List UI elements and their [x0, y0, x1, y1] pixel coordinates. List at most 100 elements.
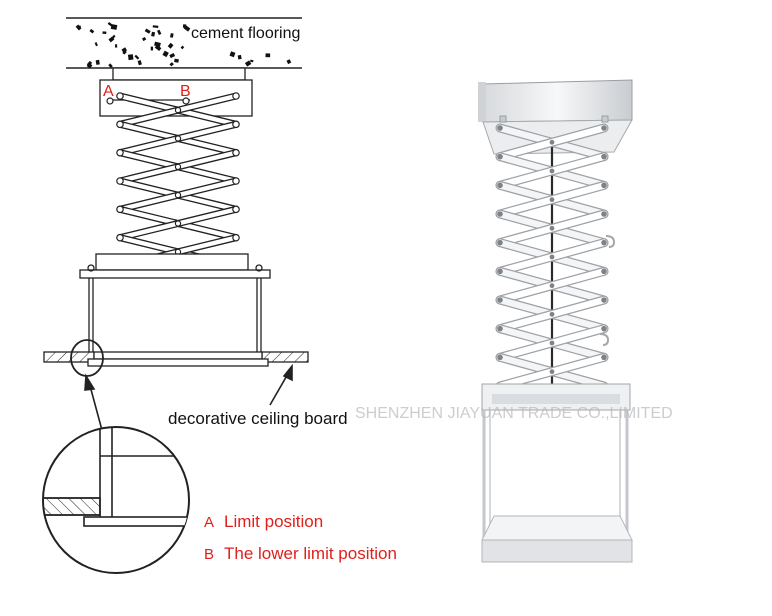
speckle — [169, 53, 176, 59]
speckle — [142, 36, 147, 42]
pivot-bolt — [601, 125, 607, 131]
speckle — [237, 54, 242, 60]
speckle — [121, 47, 128, 53]
watermark: SHENZHEN JIAYUAN TRADE CO.,LIMITED — [355, 405, 673, 422]
pivot-pin — [116, 233, 124, 242]
pivot-pin — [116, 177, 124, 185]
pivot-bolt — [497, 211, 503, 217]
pivot-bolt — [601, 354, 607, 361]
pivot-bolt — [497, 354, 503, 361]
pivot-bolt — [601, 182, 607, 189]
speckle — [150, 46, 154, 51]
pivot-pin — [174, 135, 182, 142]
pivot-pin — [232, 177, 240, 185]
speckle — [182, 24, 187, 28]
pivot-pin — [174, 191, 182, 199]
pivot-bolt — [497, 153, 503, 160]
pivot-bolt — [497, 182, 503, 189]
legend: A Limit position B The lower limit posit… — [204, 512, 397, 563]
speckle — [144, 28, 151, 34]
speckle — [137, 60, 142, 66]
pivot-pin — [116, 148, 124, 157]
cement-slab — [66, 17, 302, 69]
speckle — [167, 42, 174, 49]
pivot-bolt — [601, 153, 607, 160]
speckle — [152, 25, 159, 28]
pivot-bolt — [497, 325, 503, 332]
speckle — [169, 62, 174, 67]
hook — [599, 333, 610, 346]
speckle — [134, 54, 140, 60]
pivot-bolt — [549, 139, 555, 145]
speckle — [95, 59, 100, 65]
cement-flooring-label: cement flooring — [191, 25, 300, 42]
speckle — [250, 59, 254, 63]
pivot-pin — [232, 120, 240, 129]
speckle — [108, 63, 113, 69]
pivot-bolt — [549, 225, 555, 231]
pivot-bolt — [549, 311, 555, 317]
scissor-lift-diagram — [106, 92, 240, 270]
speckle — [174, 58, 179, 63]
pivot-pin — [174, 220, 182, 227]
speckle — [86, 62, 93, 69]
speckle — [94, 42, 98, 47]
ceiling-board — [43, 339, 309, 377]
pivot-pin — [116, 120, 124, 129]
pivot-bolt — [497, 297, 503, 303]
speckle — [107, 22, 113, 27]
pivot-pin — [116, 205, 124, 214]
legend-b-text: The lower limit position — [224, 544, 397, 563]
pivot-pin — [232, 205, 240, 214]
speckle — [154, 44, 162, 51]
pivot-bolt — [601, 325, 607, 332]
legend-b-key: B — [204, 546, 214, 563]
pivot-bolt — [549, 168, 555, 174]
speckle — [127, 54, 134, 61]
pivot-bolt — [601, 297, 607, 303]
speckle — [169, 33, 174, 38]
lift-photo — [478, 79, 633, 563]
speckle — [122, 50, 127, 55]
speckle — [286, 59, 292, 65]
pivot-bolt — [601, 268, 607, 275]
pivot-bolt — [549, 254, 555, 260]
pivot-pin — [174, 163, 182, 171]
pivot-bolt — [601, 211, 607, 217]
legend-a-text: Limit position — [224, 512, 323, 531]
speckle — [154, 41, 161, 47]
hook — [605, 235, 616, 248]
pivot-pin — [232, 148, 240, 157]
detail-magnifier — [42, 426, 190, 574]
pivot-bolt — [549, 340, 555, 346]
point-a-label: A — [103, 83, 114, 100]
pivot-bolt — [497, 268, 503, 275]
speckle — [151, 31, 156, 37]
pivot-pin — [174, 106, 182, 114]
speckle — [244, 60, 252, 67]
speckle — [108, 36, 115, 43]
speckle — [75, 24, 82, 31]
legend-a-key: A — [204, 514, 214, 531]
speckle — [157, 29, 162, 36]
pivot-bolt — [549, 283, 555, 289]
pivot-bolt — [549, 197, 555, 203]
speckle — [162, 50, 169, 58]
pivot-pin — [182, 97, 190, 105]
pivot-bolt — [497, 125, 503, 131]
pivot-bolt — [601, 239, 607, 246]
speckle — [265, 53, 271, 58]
pivot-bolt — [549, 369, 555, 375]
pivot-pin — [232, 233, 240, 242]
speckle — [102, 31, 107, 34]
speckle — [114, 44, 118, 48]
pivot-pin — [116, 92, 124, 100]
projector-mount-frame — [79, 253, 271, 352]
point-b-label: B — [180, 83, 191, 100]
speckle — [180, 45, 185, 50]
speckle — [110, 24, 118, 30]
speckle — [89, 28, 95, 34]
pivot-pin — [232, 92, 240, 100]
ceiling-board-label: decorative ceiling board — [168, 409, 348, 428]
